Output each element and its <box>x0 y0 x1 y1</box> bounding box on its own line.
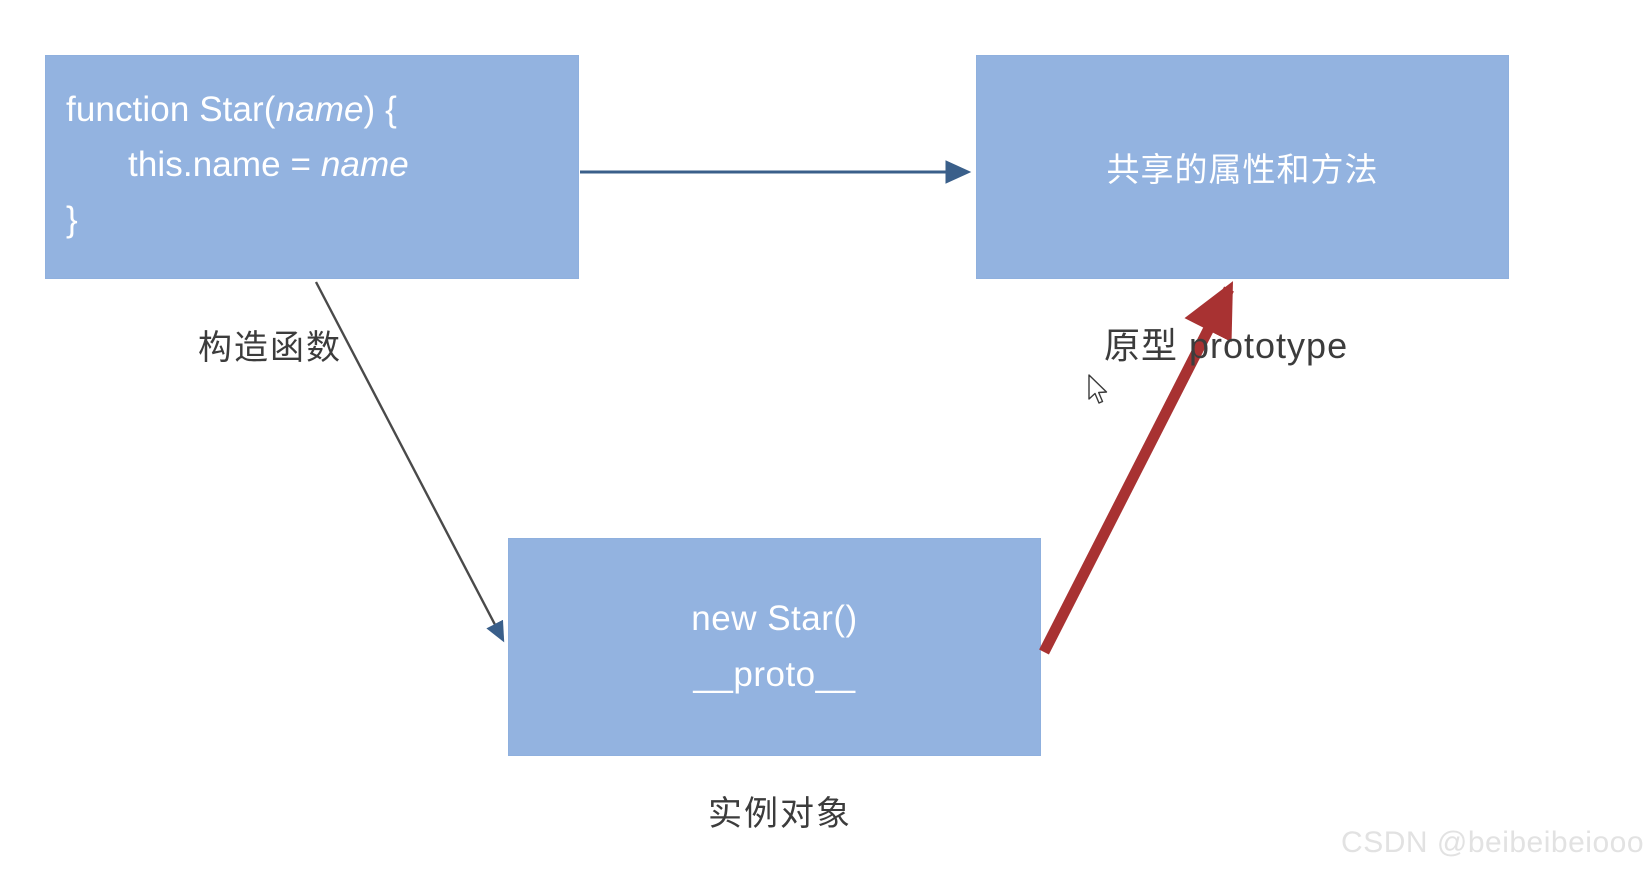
constructor-function-box[interactable]: function Star(name) { this.name = name } <box>45 55 579 279</box>
prototype-box[interactable]: 共享的属性和方法 <box>976 55 1509 279</box>
csdn-watermark: CSDN @beibeibeiooo <box>1341 826 1644 859</box>
constructor-label: 构造函数 <box>198 329 342 367</box>
code-line-1: function Star(name) { <box>66 90 397 129</box>
instance-box-line-2: __proto__ <box>693 655 856 694</box>
instance-object-box[interactable]: new Star() __proto__ <box>508 538 1041 756</box>
prototype-label: 原型 prototype <box>1104 325 1349 366</box>
code-line-3: } <box>66 200 78 239</box>
instance-box-line-1: new Star() <box>691 599 858 638</box>
constructor-to-instance-arrow <box>314 281 505 643</box>
code-line-2: this.name = name <box>128 145 409 184</box>
prototype-box-label: 共享的属性和方法 <box>1106 151 1379 188</box>
mouse-cursor-icon <box>1088 374 1108 404</box>
instance-object-label: 实例对象 <box>708 795 852 833</box>
